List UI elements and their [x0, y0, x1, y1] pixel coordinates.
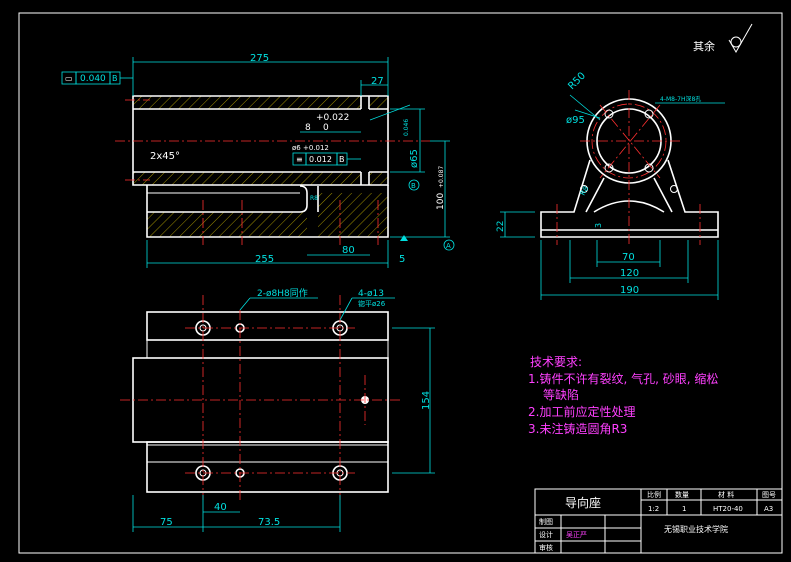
front-base-outline [146, 185, 389, 238]
dim-3: 3 [594, 223, 603, 228]
note-counterbore: 锪平ø26 [358, 299, 386, 308]
dim-120: 120 [620, 268, 639, 279]
title-material: HT20-40 [713, 505, 743, 513]
title-h-scale: 比例 [647, 490, 661, 499]
tol-parallel-value: 0.012 [309, 155, 332, 164]
note-holes-13: 4-ø13 [358, 289, 384, 299]
dim-side-r8: R8 [579, 185, 591, 197]
roughness-label: 其余 [693, 39, 715, 53]
bolt-hole-note: 4-M8-7H深8孔 [660, 95, 701, 103]
dim-d95: ø95 [566, 115, 585, 126]
title-row-design: 设计 [539, 530, 553, 539]
tech-title: 技术要求: [530, 355, 582, 369]
dim-40: 40 [214, 502, 227, 513]
title-drawing-no: A3 [764, 505, 773, 513]
title-designer: 吴正严 [566, 531, 587, 539]
tech-item-2: 2.加工前应定性处理 [528, 404, 635, 419]
roughness-note: 其余 [693, 23, 753, 53]
dim-22: 22 [496, 221, 506, 232]
title-part-name: 导向座 [565, 495, 601, 510]
hatch-top-left [133, 96, 361, 109]
hatch-mid-left [133, 172, 361, 185]
dim-75: 75 [160, 517, 173, 528]
dim-overall-length: 275 [250, 53, 269, 64]
tech-item-1: 1.铸件不许有裂纹, 气孔, 砂眼, 缩松 [528, 371, 718, 386]
dim-slot-width: 27 [371, 76, 384, 87]
dim-diameter-65: ø65 [409, 149, 420, 168]
tol-flatness-value: 0.040 [80, 74, 106, 84]
title-h-qty: 数量 [675, 490, 689, 499]
title-row-drawn: 制图 [539, 517, 553, 526]
dim-diameter-tol: 0.046 [403, 119, 410, 136]
hatch-base-right [318, 193, 388, 237]
dim-height-tol: +0.087 [438, 166, 445, 188]
bore-tol-base: 8 [305, 123, 311, 133]
dim-r50: R50 [566, 70, 588, 92]
title-school: 无锡职业技术学院 [664, 524, 728, 534]
datum-a-label: A [446, 242, 451, 250]
bore-tol-upper: +0.022 [316, 113, 349, 123]
tol-parallel-datum: B [339, 155, 345, 164]
tol-flatness-symbol: ▭ [65, 74, 73, 83]
side-support-outline [540, 159, 719, 238]
tech-item-1b: 等缺陷 [543, 387, 579, 402]
title-h-drawing-no: 图号 [762, 491, 776, 499]
top-view: 2-ø8H8同作 4-ø13 锪平ø26 154 40 75 73.5 [120, 287, 435, 532]
title-scale: 1:2 [648, 505, 659, 513]
title-block: 导向座 比例 数量 材 料 图号 1:2 1 HT20-40 A3 无锡职业技术… [534, 488, 783, 554]
tol-parallel-symbol: ≡ [296, 155, 303, 164]
dim-5: 5 [399, 254, 405, 265]
top-upper-flange [146, 311, 389, 341]
bore-tol-lower: 0 [323, 123, 329, 133]
title-row-review: 审核 [539, 543, 553, 552]
dim-radius-r8: R8 [310, 195, 318, 202]
hatch-base-left [147, 212, 307, 237]
tech-requirements: 技术要求: 1.铸件不许有裂纹, 气孔, 砂眼, 缩松 等缺陷 2.加工前应定性… [528, 355, 718, 436]
hole-tolerance: ø6 +0.012 [292, 144, 329, 152]
tech-item-3: 3.未注铸造圆角R3 [528, 421, 627, 436]
hatch-mid-right [369, 172, 388, 185]
dim-73-5: 73.5 [258, 517, 280, 528]
dim-base-length: 255 [255, 254, 274, 265]
dim-80: 80 [342, 245, 355, 256]
datum-b-label: B [411, 182, 416, 190]
hatch-top-right [369, 96, 388, 109]
dim-190: 190 [620, 285, 639, 296]
dim-height-100: 100 [436, 193, 446, 210]
front-view: 275 27 0.040 B ▭ +0.022 8 0 2x45° ø6 +0.… [61, 53, 455, 268]
title-h-material: 材 料 [718, 490, 734, 499]
chamfer-note: 2x45° [150, 151, 180, 162]
tol-flatness-datum: B [112, 74, 118, 83]
title-qty: 1 [682, 505, 686, 513]
side-view: R50 ø95 4-M8-7H深8孔 22 3 70 120 190 R8 [496, 70, 725, 300]
dim-70: 70 [622, 252, 635, 263]
drawing-border [18, 12, 783, 554]
top-lower-flange [146, 441, 389, 493]
dim-154: 154 [421, 391, 432, 410]
note-holes-8: 2-ø8H8同作 [257, 287, 308, 299]
